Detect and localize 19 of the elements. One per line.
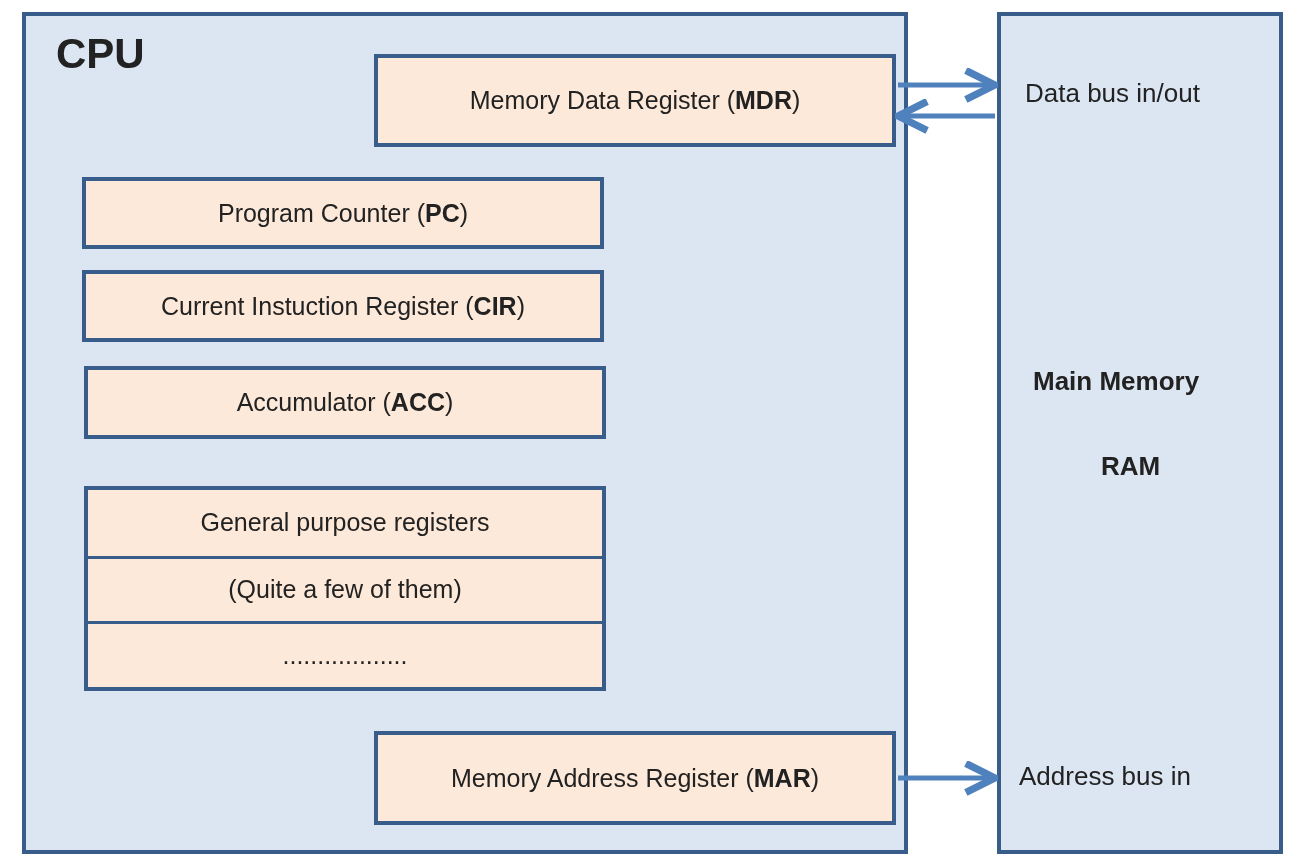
bus-label: Data bus in/out [1025, 78, 1200, 109]
register-box: Accumulator (ACC) [84, 366, 606, 439]
memory-label: RAM [1101, 451, 1161, 482]
register-row: (Quite a few of them) [88, 555, 602, 622]
register-box: Current Instuction Register (CIR) [82, 270, 604, 342]
cpu-panel [22, 12, 908, 854]
register-box: Memory Data Register (MDR) [374, 54, 896, 147]
arrow [898, 759, 999, 797]
memory-label: Main Memory [1033, 366, 1200, 397]
register-stack [84, 486, 606, 691]
register-box: Program Counter (PC) [82, 177, 604, 249]
bus-label: Address bus in [1019, 761, 1191, 792]
panel-title: CPU [56, 30, 145, 78]
register-box: Memory Address Register (MAR) [374, 731, 896, 825]
memory-panel [997, 12, 1283, 854]
register-row: .................. [88, 621, 602, 687]
register-row-text: General purpose registers [199, 507, 491, 539]
arrow [894, 97, 995, 135]
arrow [898, 66, 999, 104]
